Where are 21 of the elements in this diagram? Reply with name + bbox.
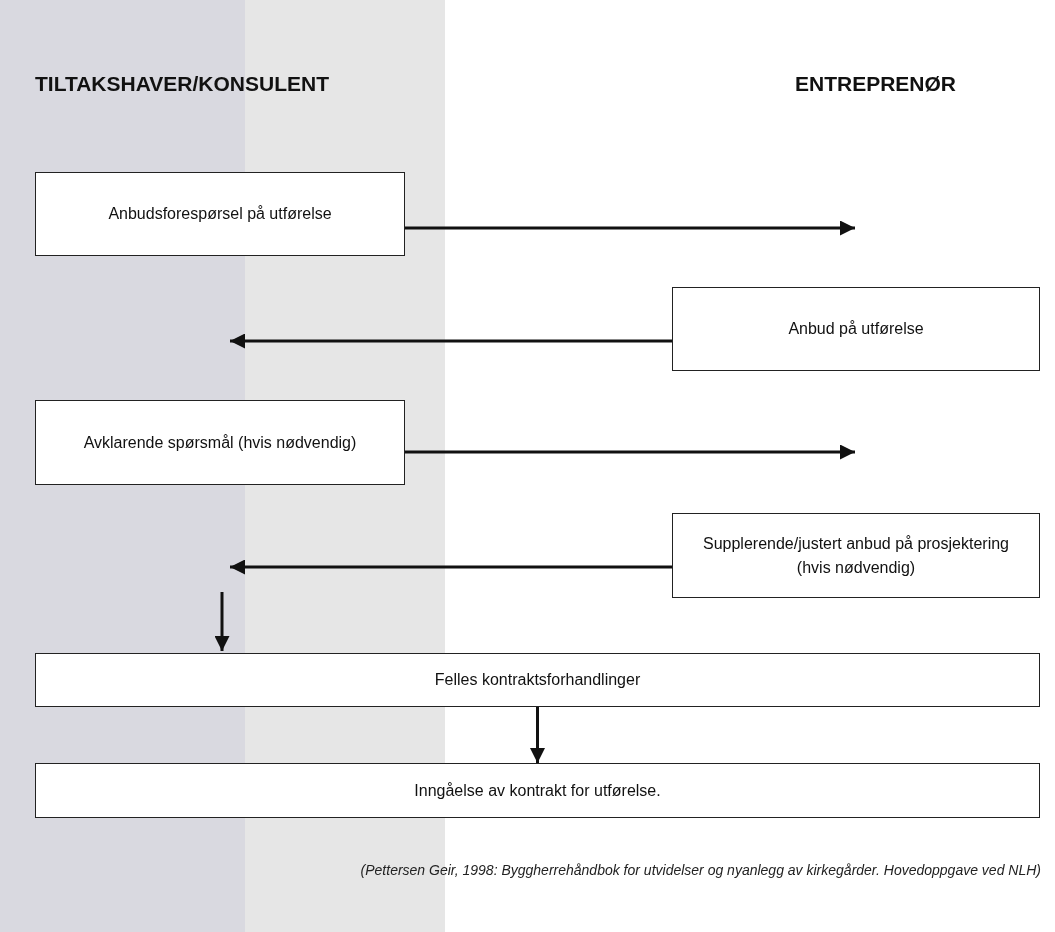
box-text: Felles kontraktsforhandlinger: [434, 670, 641, 690]
arrow: [214, 592, 230, 651]
arrow: [230, 333, 672, 349]
box-text: Anbudsforespørsel på utførelse: [108, 204, 332, 224]
arrow: [405, 444, 855, 460]
arrow: [230, 559, 672, 575]
process-box: [35, 400, 405, 485]
column-heading: TILTAKSHAVER/KONSULENT: [35, 72, 329, 96]
process-box: [35, 172, 405, 256]
arrow: [530, 707, 545, 763]
box-text: Supplerende/justert anbud på prosjektering (hvis nødvendig): [702, 533, 1010, 578]
process-box: [35, 653, 1040, 707]
box-text: Anbud på utførelse: [788, 319, 924, 339]
caption: (Pettersen Geir, 1998: Byggherrehåndbok for utvidelser og nyanlegg av kirkegårder. Hovedoppgave ved NLH): [360, 862, 1041, 878]
column-heading: ENTREPRENØR: [795, 72, 957, 96]
arrow: [405, 220, 855, 236]
process-box: [672, 513, 1040, 598]
box-text: Avklarende spørsmål (hvis nødvendig): [83, 432, 357, 453]
box-text: Inngåelse av kontrakt for utførelse.: [414, 780, 661, 801]
process-box: [672, 287, 1040, 371]
process-box: [35, 763, 1040, 818]
